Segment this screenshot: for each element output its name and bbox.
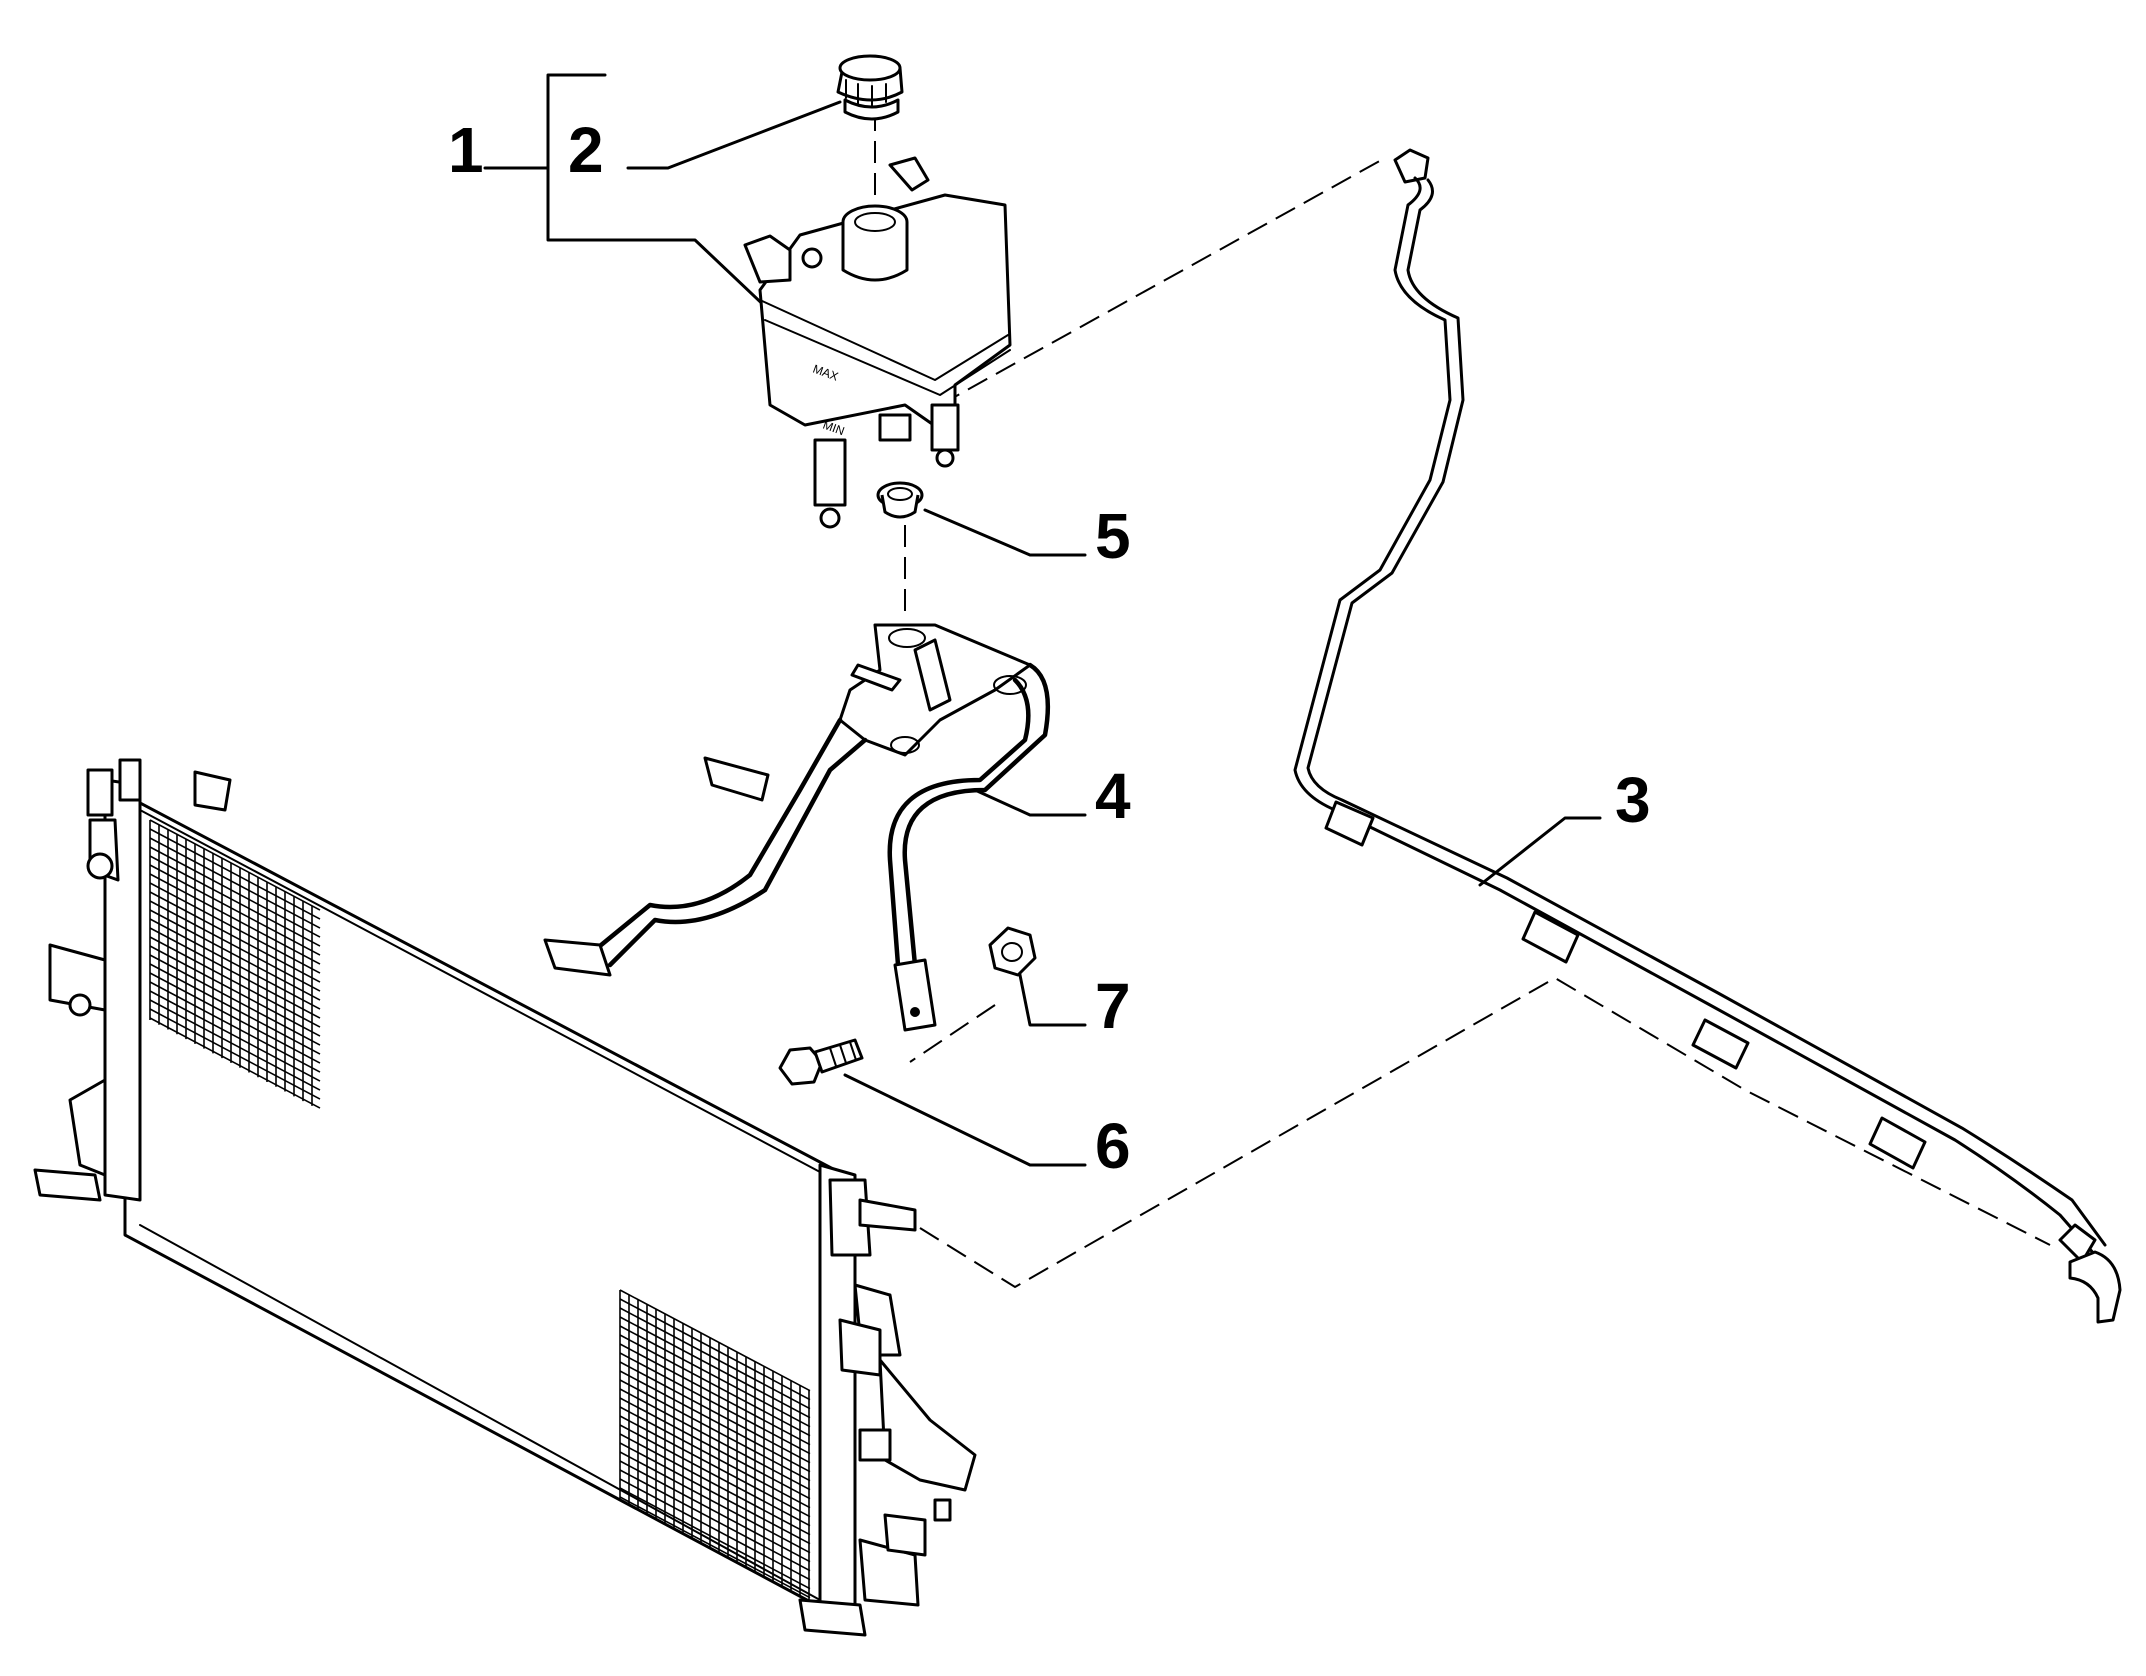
mesh-line [149, 918, 321, 1010]
callout-6: 6 [1095, 1110, 1131, 1182]
mesh-line [149, 936, 321, 1028]
radiator-icon [33, 758, 977, 1637]
mesh-line [619, 1361, 811, 1464]
filler-cap-icon [836, 54, 904, 121]
coolant-hose-icon [1293, 148, 2122, 1324]
bolt-icon [778, 1038, 864, 1086]
mesh-line [149, 864, 321, 956]
mesh-line [149, 828, 321, 920]
tank-min-mark: MIN [821, 418, 846, 439]
expansion-tank-icon: MAX MIN [743, 156, 1012, 529]
mesh-line [149, 954, 321, 1046]
mesh-line [619, 1352, 811, 1455]
mounting-bracket-icon [543, 623, 1051, 1032]
mesh-line [149, 846, 321, 938]
callout-5: 5 [1095, 500, 1131, 572]
mesh-line [619, 1388, 811, 1491]
nut-icon [988, 926, 1037, 977]
mesh-line [149, 837, 321, 929]
callout-2: 2 [568, 114, 604, 186]
mesh-line [149, 1008, 321, 1100]
mesh-line [149, 963, 321, 1055]
mesh-line [619, 1487, 811, 1590]
mesh-line [619, 1379, 811, 1482]
mesh-line [619, 1442, 811, 1545]
mesh-line [619, 1496, 811, 1599]
callout-4: 4 [1095, 760, 1131, 832]
mesh-line [619, 1316, 811, 1419]
mesh-line [619, 1397, 811, 1500]
mesh-line [619, 1478, 811, 1581]
mesh-line [149, 981, 321, 1073]
mesh-line [619, 1289, 811, 1392]
mesh-line [619, 1460, 811, 1563]
mesh-line [619, 1433, 811, 1536]
mesh-line [149, 891, 321, 983]
mesh-line [149, 1017, 321, 1109]
mesh-line [619, 1325, 811, 1428]
leader-lines [483, 73, 1602, 1167]
mesh-line [149, 999, 321, 1091]
mesh-line [619, 1424, 811, 1527]
mesh-line [619, 1406, 811, 1509]
mesh-line [619, 1343, 811, 1446]
mesh-line [149, 819, 321, 911]
mesh-line [149, 945, 321, 1037]
mesh-line [149, 909, 321, 1001]
mesh-line [619, 1451, 811, 1554]
mesh-line [149, 990, 321, 1082]
mesh-line [619, 1298, 811, 1401]
grommet-icon [876, 481, 924, 519]
callout-labels: 1 2 3 4 5 6 7 [448, 114, 1651, 1182]
mesh-line [149, 873, 321, 965]
mesh-line [619, 1307, 811, 1410]
mesh-line [619, 1469, 811, 1572]
mesh-line [149, 927, 321, 1019]
mesh-line [149, 900, 321, 992]
mesh-line [619, 1334, 811, 1437]
mesh-line [619, 1370, 811, 1473]
callout-3: 3 [1615, 764, 1651, 836]
mesh-line [619, 1415, 811, 1518]
callout-1: 1 [448, 114, 484, 186]
mesh-line [149, 855, 321, 947]
mesh-line [149, 882, 321, 974]
assembly-lines [874, 118, 2051, 1289]
mesh-line [149, 972, 321, 1064]
callout-7: 7 [1095, 970, 1131, 1042]
